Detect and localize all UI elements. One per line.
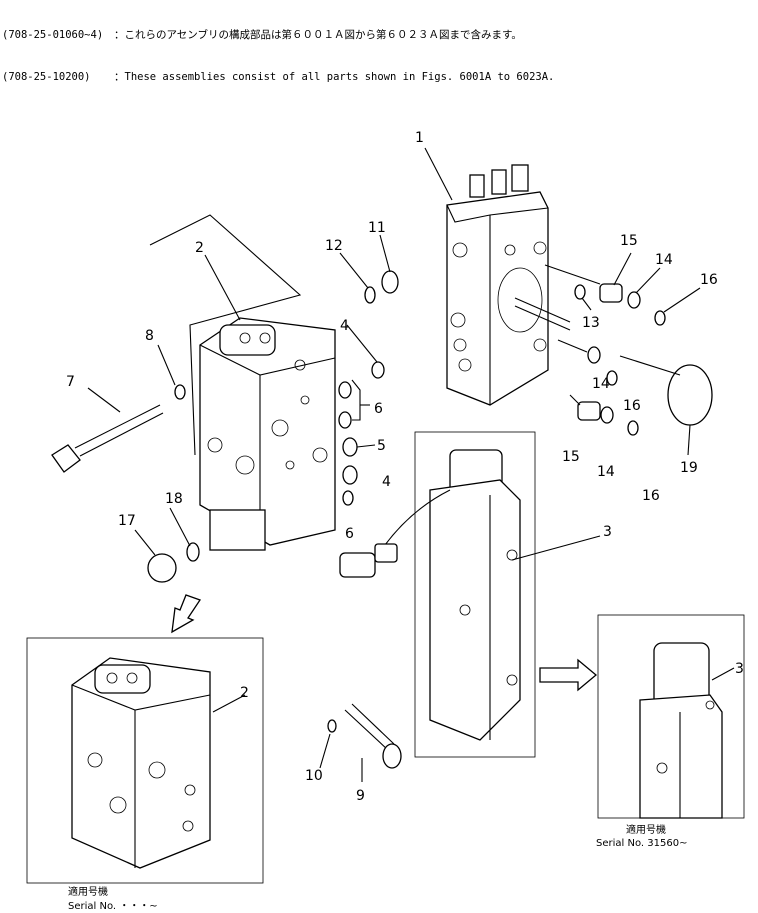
header-line-jp: (708-25-01060~4) ：これらのアセンブリの構成部品は第６００１Ａ図か…	[2, 28, 554, 42]
callout-8: 8	[145, 328, 154, 344]
callout-4-second: 4	[382, 474, 391, 490]
inset-right-callout-3: 3	[735, 661, 744, 677]
inset-left-caption-en: Serial No. ・・・~	[68, 901, 158, 912]
bolt-part-7	[51, 404, 164, 473]
callout-18: 18	[165, 491, 183, 507]
view-arrow-right	[539, 658, 598, 692]
assembly-code: (708-25-01060~4)	[2, 29, 104, 41]
assembly-code: (708-25-10200)	[2, 71, 91, 83]
callout-6: 6	[374, 401, 383, 417]
inset-right: 3	[597, 614, 745, 819]
callout-4: 4	[340, 318, 349, 334]
callout-17: 17	[118, 513, 136, 529]
callout-16-third: 16	[642, 488, 660, 504]
figure-header: (708-25-01060~4) ：これらのアセンブリの構成部品は第６００１Ａ図か…	[2, 0, 554, 98]
inset-left-caption-jp: 適用号機	[68, 885, 108, 898]
callout-9: 9	[356, 788, 365, 804]
o-ring-group	[147, 270, 713, 733]
callout-13: 13	[582, 315, 600, 331]
inset-left: 2	[26, 637, 264, 884]
callout-11: 11	[368, 220, 386, 236]
inset-left-callout-2: 2	[240, 685, 249, 701]
callout-15: 15	[620, 233, 638, 249]
callout-14-second: 14	[592, 376, 610, 392]
callout-15-second: 15	[562, 449, 580, 465]
view-arrow-left	[171, 594, 202, 634]
callout-14-third: 14	[597, 464, 615, 480]
callout-16: 16	[700, 272, 718, 288]
leader-lines	[87, 147, 701, 782]
callout-2: 2	[195, 240, 204, 256]
callout-19: 19	[680, 460, 698, 476]
callout-7: 7	[66, 374, 75, 390]
header-note-jp: ：これらのアセンブリの構成部品は第６００１Ａ図から第６０２３Ａ図まで含みます。	[114, 29, 522, 41]
callout-14: 14	[655, 252, 673, 268]
header-line-en: (708-25-10200) ：These assemblies consist …	[2, 70, 554, 84]
solenoid-valve-part-3	[339, 431, 536, 758]
inset-right-caption-jp: 適用号機	[626, 823, 666, 836]
callout-12: 12	[325, 238, 343, 254]
callout-1: 1	[415, 130, 424, 146]
callout-6-second: 6	[345, 526, 354, 542]
bolt-part-9	[344, 703, 402, 769]
header-note-en: ：These assemblies consist of all parts s…	[114, 71, 555, 83]
callout-10: 10	[305, 768, 323, 784]
callout-16-second: 16	[623, 398, 641, 414]
inset-right-caption-en: Serial No. 31560~	[596, 838, 687, 849]
callout-3: 3	[603, 524, 612, 540]
callout-labels: 1 2 3 4 5 6 7 8 9 10 11 12 13 14 15 16 1…	[66, 130, 718, 804]
valve-body-part-2	[149, 214, 336, 551]
valve-body-part-1	[446, 164, 571, 406]
callout-5: 5	[377, 438, 386, 454]
